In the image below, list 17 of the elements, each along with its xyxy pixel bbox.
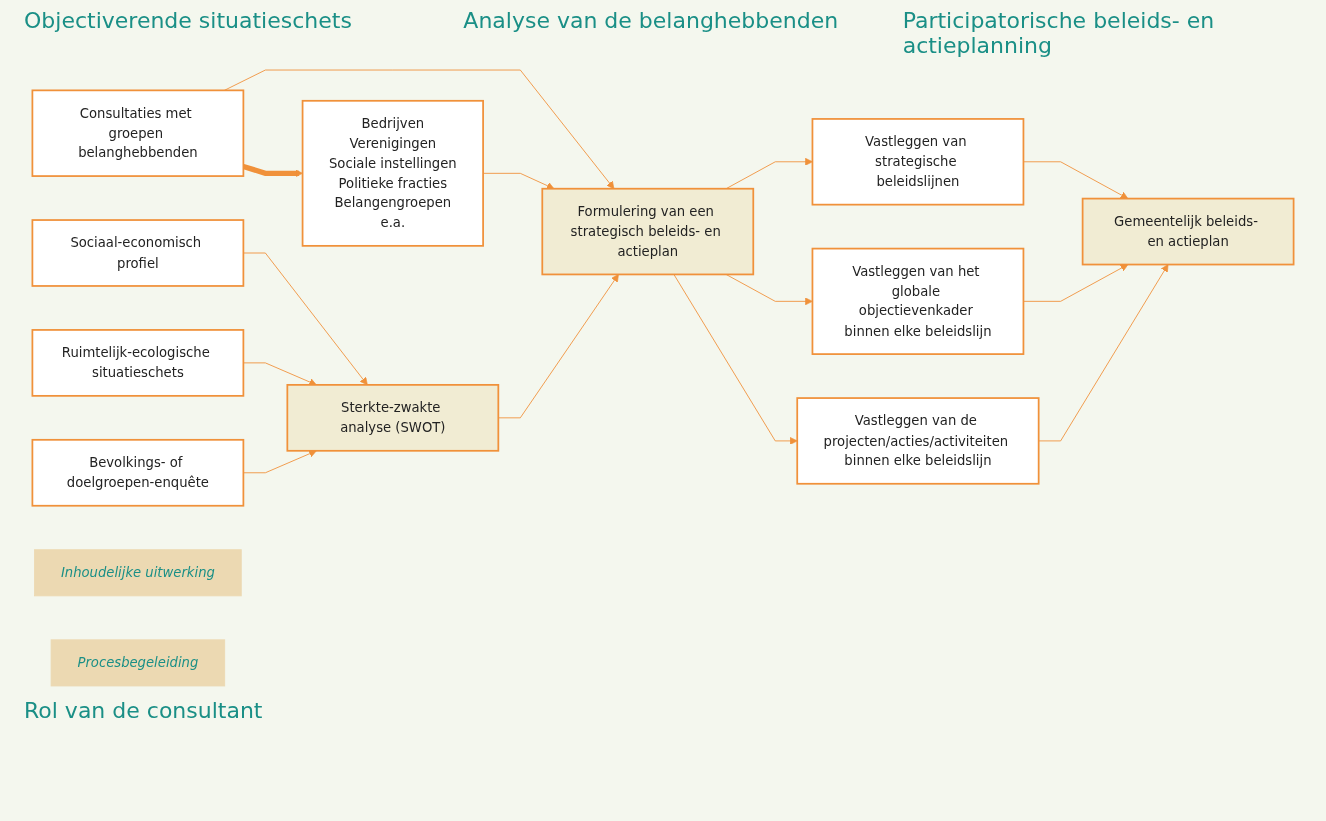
node-box: Vastleggen van de projecten/acties/activiteiten binnen elke beleidslijn xyxy=(796,397,1040,485)
node-box: Gemeentelijk beleids- en actieplan xyxy=(1081,197,1295,266)
node-box: Consultaties met groepen belanghebbenden xyxy=(31,89,245,177)
column-heading: Participatorische beleids- en actieplanning xyxy=(902,8,1216,58)
node-box: Formulering van een strategisch beleids- en actieplan xyxy=(541,187,755,276)
column-heading: Analyse van de belanghebbenden xyxy=(463,8,840,35)
column-heading: Objectiverende situatieschets xyxy=(24,8,353,35)
node-box: Inhoudelijke uitwerking xyxy=(34,549,242,597)
node-box: Ruimtelijk-ecologische situatieschets xyxy=(31,329,245,397)
node-box: Procesbegeleiding xyxy=(50,639,226,687)
node-box: Bevolkings- of doelgroepen-enquête xyxy=(31,438,245,507)
node-box: Bedrijven Verenigingen Sociale instellingen Politieke fracties Belangengroepen e.a. xyxy=(301,99,484,247)
node-box: Sociaal-economisch profiel xyxy=(31,219,245,287)
section-heading: Rol van de consultant xyxy=(24,698,264,723)
node-box: Vastleggen van strategische beleidslijnen xyxy=(811,118,1025,206)
node-box: Sterkte-zwakte analyse (SWOT) xyxy=(286,384,500,452)
node-box: Vastleggen van het globale objectievenkader binnen elke beleidslijn xyxy=(811,247,1025,355)
